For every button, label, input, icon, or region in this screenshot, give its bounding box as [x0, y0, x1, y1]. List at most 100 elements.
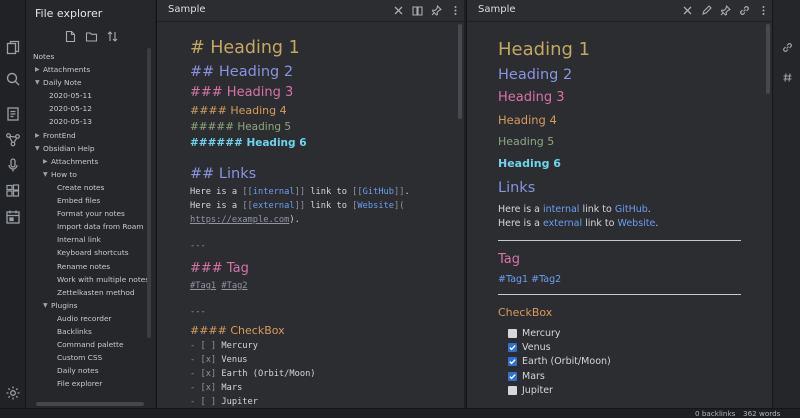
- external-link[interactable]: external: [252, 201, 295, 211]
- collapse-arrow-icon[interactable]: ▼: [43, 170, 48, 178]
- unchecked-checkbox[interactable]: [508, 328, 517, 338]
- tree-file[interactable]: Daily notes: [26, 364, 151, 377]
- tree-file[interactable]: Import data from Roam: [26, 220, 151, 233]
- tree-file[interactable]: 2020-05-12: [26, 102, 151, 115]
- bracket: ]]: [294, 201, 306, 211]
- tree-folder[interactable]: ▼Plugins: [26, 299, 151, 312]
- checkbox-source-line[interactable]: - [x] Mars: [190, 381, 410, 395]
- tree-file[interactable]: Backlinks: [26, 325, 151, 338]
- microphone-icon[interactable]: [5, 157, 21, 173]
- external-link[interactable]: external: [543, 218, 583, 229]
- website-link[interactable]: Website: [357, 201, 395, 211]
- internal-link[interactable]: internal: [543, 204, 580, 215]
- expand-arrow-icon[interactable]: ▶: [35, 131, 40, 139]
- tree-file[interactable]: File explorer: [26, 377, 151, 390]
- blocks-icon[interactable]: [5, 183, 21, 199]
- editor-scrollbar[interactable]: [458, 24, 462, 119]
- explorer-scrollbar[interactable]: [147, 48, 151, 338]
- book-icon[interactable]: [412, 5, 423, 16]
- tree-file[interactable]: 2020-05-11: [26, 89, 151, 102]
- checkbox-source-label: Jupiter: [221, 397, 259, 407]
- text: link to: [305, 201, 353, 211]
- graph-icon[interactable]: [5, 132, 21, 148]
- settings-icon[interactable]: [5, 385, 21, 401]
- tree-folder[interactable]: ▶Attachments: [26, 63, 151, 76]
- tree-folder[interactable]: ▼Daily Note: [26, 76, 151, 89]
- tree-file[interactable]: Rename notes: [26, 260, 151, 273]
- pin-icon[interactable]: [431, 5, 442, 16]
- tree-file[interactable]: Work with multiple notes: [26, 273, 151, 286]
- more-options-icon[interactable]: [450, 5, 461, 16]
- horizontal-scrollbar[interactable]: [36, 402, 144, 406]
- checked-checkbox[interactable]: [508, 371, 517, 381]
- tree-item-label: Work with multiple notes: [57, 274, 150, 284]
- checkbox-source-label: Venus: [221, 355, 248, 365]
- new-note-icon[interactable]: [64, 30, 77, 43]
- tree-folder[interactable]: ▶Attachments: [26, 155, 151, 168]
- backlinks-count[interactable]: 0 backlinks: [695, 409, 736, 418]
- editor-content[interactable]: # Heading 1 ## Heading 2 ### Heading 3 #…: [190, 36, 410, 408]
- preview-scrollbar[interactable]: [766, 24, 770, 94]
- checkbox-source-line[interactable]: - [x] Earth (Orbit/Moon): [190, 367, 410, 381]
- github-link[interactable]: GitHub: [362, 187, 395, 197]
- tree-item-label: Keyboard shortcuts: [57, 248, 129, 258]
- url[interactable]: https://example.com: [190, 215, 290, 225]
- checkbox-source-line[interactable]: - [ ] Jupiter: [190, 395, 410, 408]
- tree-item-label: Audio recorder: [57, 313, 112, 323]
- link-icon[interactable]: [739, 5, 750, 16]
- tree-file[interactable]: Internal link: [26, 233, 151, 246]
- tree-file[interactable]: Command palette: [26, 338, 151, 351]
- website-link[interactable]: Website: [617, 218, 656, 229]
- edit-icon[interactable]: [701, 5, 712, 16]
- collapse-arrow-icon[interactable]: ▼: [35, 79, 40, 87]
- sort-icon[interactable]: [106, 30, 119, 43]
- checked-checkbox[interactable]: [508, 343, 517, 353]
- search-icon[interactable]: [5, 71, 21, 87]
- collapse-arrow-icon[interactable]: ▼: [35, 144, 40, 152]
- checked-checkbox[interactable]: [508, 357, 517, 367]
- tag-list[interactable]: #Tag1 #Tag2: [498, 274, 562, 285]
- collapse-arrow-icon[interactable]: ▼: [43, 301, 48, 309]
- tree-file[interactable]: Format your notes: [26, 207, 151, 220]
- expand-arrow-icon[interactable]: ▶: [35, 66, 40, 74]
- tree-folder[interactable]: ▼How to: [26, 168, 151, 181]
- tree-file[interactable]: Embed files: [26, 194, 151, 207]
- editor-title: Sample: [168, 4, 206, 15]
- pin-icon[interactable]: [720, 5, 731, 16]
- tag-2[interactable]: #Tag2: [221, 281, 248, 291]
- tree-file[interactable]: Keyboard shortcuts: [26, 246, 151, 259]
- checkbox-source-line[interactable]: - [x] Venus: [190, 353, 410, 367]
- tree-file[interactable]: Custom CSS: [26, 351, 151, 364]
- expand-arrow-icon[interactable]: ▶: [43, 157, 48, 165]
- new-folder-icon[interactable]: [85, 30, 98, 43]
- unchecked-checkbox[interactable]: [508, 386, 517, 396]
- tree-file[interactable]: Zettelkasten method: [26, 286, 151, 299]
- close-icon[interactable]: [682, 5, 693, 16]
- horizontal-rule-source: ---: [190, 241, 206, 251]
- files-icon[interactable]: [5, 40, 21, 56]
- note-icon[interactable]: [5, 106, 21, 122]
- internal-link[interactable]: internal: [252, 187, 295, 197]
- checkbox-item: Venus: [498, 340, 741, 354]
- hash-icon[interactable]: [782, 72, 793, 83]
- text: Here is a: [190, 201, 243, 211]
- tree-folder[interactable]: ▶FrontEnd: [26, 129, 151, 142]
- calendar-icon[interactable]: [5, 209, 21, 225]
- more-options-icon[interactable]: [758, 5, 769, 16]
- close-icon[interactable]: [393, 5, 404, 16]
- tree-file[interactable]: Create notes: [26, 181, 151, 194]
- file-explorer-panel: File explorer Notes▶Attachments▼Daily No…: [26, 0, 155, 408]
- tree-file[interactable]: Audio recorder: [26, 312, 151, 325]
- tree-item-label: Rename notes: [57, 261, 111, 271]
- tree-file[interactable]: 2020-05-13: [26, 115, 151, 128]
- tree-item-label: 2020-05-11: [49, 91, 92, 101]
- tree-root[interactable]: Notes: [26, 50, 151, 63]
- text: .: [404, 187, 410, 197]
- tree-folder[interactable]: ▼Obsidian Help: [26, 142, 151, 155]
- editor-actions: [393, 5, 461, 16]
- link-icon[interactable]: [782, 42, 793, 53]
- checkbox-source-line[interactable]: - [ ] Mercury: [190, 339, 410, 353]
- tag-1[interactable]: #Tag1: [190, 281, 217, 291]
- tree-item-label: Obsidian Help: [43, 143, 95, 153]
- github-link[interactable]: GitHub: [614, 204, 648, 215]
